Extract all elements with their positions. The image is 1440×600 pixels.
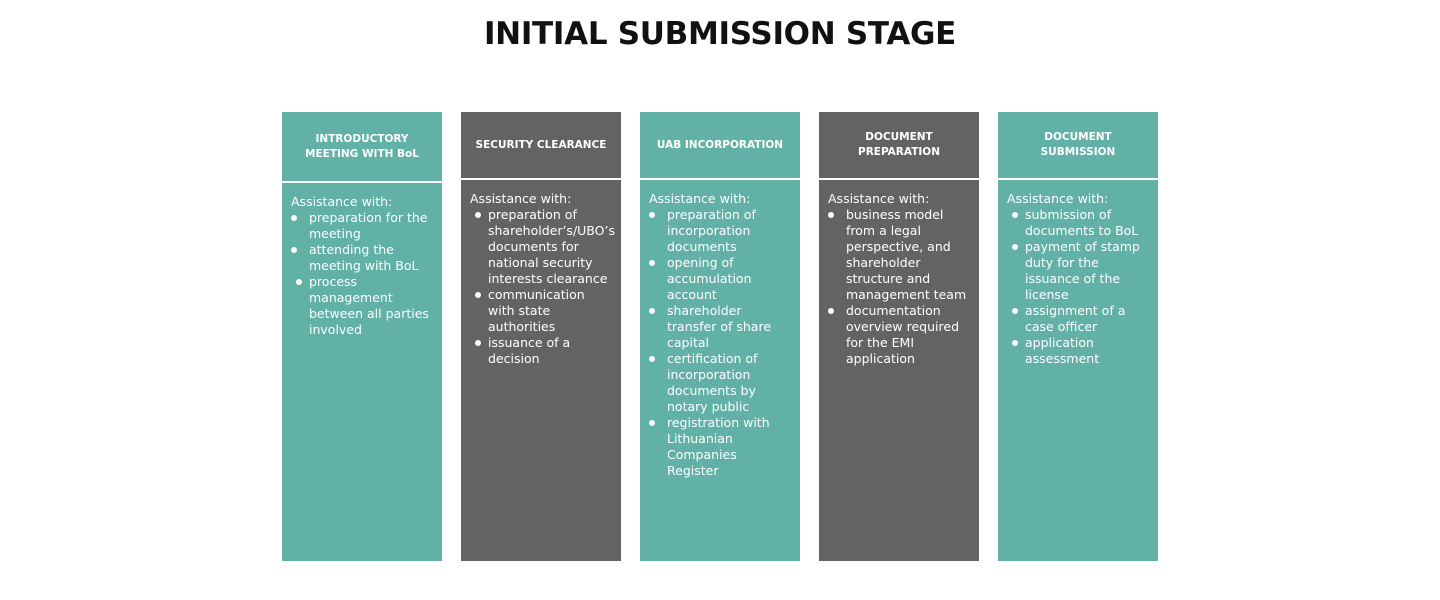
list-item: application assessment xyxy=(1007,335,1150,367)
list-item: registration with Lithuanian Companies R… xyxy=(649,415,792,479)
stage-divider xyxy=(282,181,442,183)
bullet-icon xyxy=(649,356,655,362)
list-item: communication with state authorities xyxy=(470,287,613,335)
bullet-icon xyxy=(291,247,297,253)
list-item: preparation of shareholder’s/UBO’s docum… xyxy=(470,207,615,287)
stage-body: Assistance with: business model from a l… xyxy=(819,180,979,367)
list-item-text: assignment of a case officer xyxy=(1025,303,1126,334)
stage-intro: Assistance with: xyxy=(649,191,751,206)
list-item-text: opening of accumulation account xyxy=(667,255,752,302)
list-item: documentation overview required for the … xyxy=(828,303,971,367)
stage-divider xyxy=(998,178,1158,180)
stage-list: preparation of incorporation documents o… xyxy=(649,207,792,479)
stage-header: DOCUMENT PREPARATION xyxy=(858,131,940,158)
list-item-text: certification of incorporation documents… xyxy=(667,351,758,414)
bullet-icon xyxy=(1012,308,1018,314)
stage-body: Assistance with: preparation of sharehol… xyxy=(461,180,621,367)
bullet-icon xyxy=(649,212,655,218)
stages-row: INTRODUCTORY MEETING WITH BoL Assistance… xyxy=(282,112,1158,561)
list-item-text: process management between all parties i… xyxy=(309,274,429,337)
bullet-icon xyxy=(291,215,297,221)
stage-list: submission of documents to BoL payment o… xyxy=(1007,207,1150,367)
stage-body: Assistance with: preparation of incorpor… xyxy=(640,180,800,479)
list-item-text: documentation overview required for the … xyxy=(846,303,960,366)
stage-list: preparation of shareholder’s/UBO’s docum… xyxy=(470,207,615,367)
list-item-text: payment of stamp duty for the issuance o… xyxy=(1025,239,1140,302)
bullet-icon xyxy=(1012,244,1018,250)
stage-uab-incorporation: UAB INCORPORATION Assistance with: prepa… xyxy=(640,112,800,561)
list-item: submission of documents to BoL xyxy=(1007,207,1150,239)
stage-intro: Assistance with: xyxy=(291,194,393,209)
bullet-icon xyxy=(828,308,834,314)
stage-divider xyxy=(819,178,979,180)
list-item-text: submission of documents to BoL xyxy=(1025,207,1139,238)
bullet-icon xyxy=(649,308,655,314)
stage-intro: Assistance with: xyxy=(828,191,930,206)
bullet-icon xyxy=(475,292,481,298)
stage-header: SECURITY CLEARANCE xyxy=(475,138,607,151)
list-item-text: preparation of incorporation documents xyxy=(667,207,756,254)
list-item-text: attending the meeting with BoL xyxy=(309,242,419,273)
list-item: process management between all parties i… xyxy=(291,274,434,338)
page-title: INITIAL SUBMISSION STAGE xyxy=(483,16,957,52)
list-item-text: preparation for the meeting xyxy=(309,210,428,241)
bullet-icon xyxy=(1012,340,1018,346)
list-item-text: preparation of shareholder’s/UBO’s docum… xyxy=(488,207,615,286)
list-item: certification of incorporation documents… xyxy=(649,351,792,415)
list-item: shareholder transfer of share capital xyxy=(649,303,792,351)
stage-document-submission: DOCUMENT SUBMISSION Assistance with: sub… xyxy=(998,112,1158,561)
bullet-icon xyxy=(828,212,834,218)
stage-document-preparation: DOCUMENT PREPARATION Assistance with: bu… xyxy=(819,112,979,561)
list-item: assignment of a case officer xyxy=(1007,303,1150,335)
stage-body: Assistance with: submission of documents… xyxy=(998,180,1158,367)
bullet-icon xyxy=(1012,212,1018,218)
stage-header: UAB INCORPORATION xyxy=(656,138,784,151)
list-item-text: registration with Lithuanian Companies R… xyxy=(667,415,770,478)
list-item: payment of stamp duty for the issuance o… xyxy=(1007,239,1150,303)
list-item: opening of accumulation account xyxy=(649,255,792,303)
stage-body: Assistance with: preparation for the mee… xyxy=(282,183,442,338)
stage-intro: Assistance with: xyxy=(1007,191,1109,206)
bullet-icon xyxy=(649,260,655,266)
stage-divider xyxy=(461,178,621,180)
list-item-text: business model from a legal perspective,… xyxy=(846,207,967,302)
bullet-icon xyxy=(649,420,655,426)
bullet-icon xyxy=(296,279,302,285)
stage-security-clearance: SECURITY CLEARANCE Assistance with: prep… xyxy=(461,112,621,561)
stage-header: INTRODUCTORY MEETING WITH BoL xyxy=(305,132,419,160)
stage-introductory-meeting: INTRODUCTORY MEETING WITH BoL Assistance… xyxy=(282,112,442,561)
stage-divider xyxy=(640,178,800,180)
stage-list: preparation for the meeting attending th… xyxy=(291,210,434,338)
list-item-text: communication with state authorities xyxy=(488,287,585,334)
list-item-text: issuance of a decision xyxy=(488,335,571,366)
list-item: issuance of a decision xyxy=(470,335,613,367)
stage-intro: Assistance with: xyxy=(470,191,572,206)
list-item: preparation for the meeting xyxy=(291,210,434,242)
bullet-icon xyxy=(475,212,481,218)
list-item: attending the meeting with BoL xyxy=(291,242,434,274)
list-item-text: shareholder transfer of share capital xyxy=(667,303,772,350)
stage-list: business model from a legal perspective,… xyxy=(828,207,971,367)
bullet-icon xyxy=(475,340,481,346)
list-item-text: application assessment xyxy=(1025,335,1100,366)
list-item: business model from a legal perspective,… xyxy=(828,207,971,303)
stage-header: DOCUMENT SUBMISSION xyxy=(1040,131,1116,158)
list-item: preparation of incorporation documents xyxy=(649,207,792,255)
